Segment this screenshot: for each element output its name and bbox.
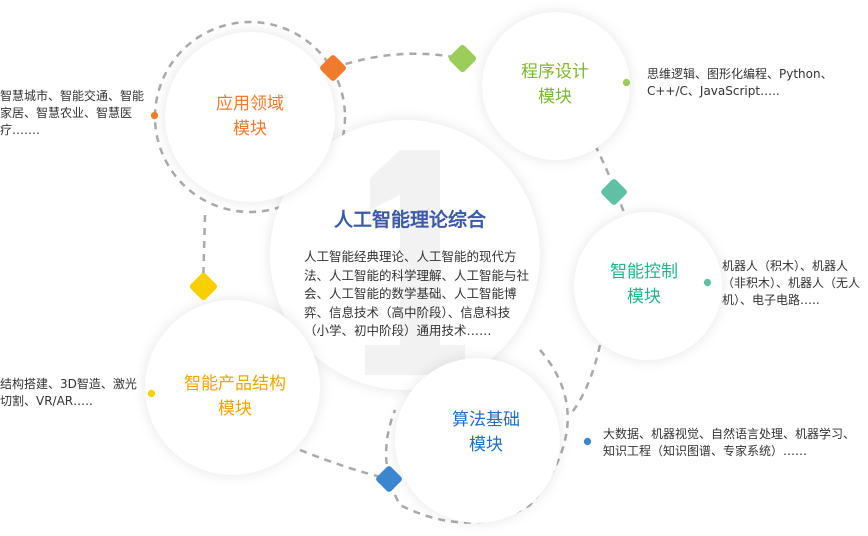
module-subtitle: 模块 (469, 435, 503, 455)
module-subtitle: 模块 (627, 287, 661, 307)
module-title: 应用领域 (216, 94, 284, 114)
module-title: 算法基础 (452, 410, 520, 430)
module-subtitle: 模块 (218, 399, 252, 419)
module-program[interactable]: 程序设计模块 (485, 60, 625, 110)
center-body: 人工智能经典理论、人工智能的现代方法、人工智能的科学理解、人工智能与社会、人工智… (304, 249, 530, 338)
module-subtitle: 模块 (538, 87, 572, 107)
desc-control: 机器人（积木）、机器人（非积木）、机器人（无人机）、电子电路….. (722, 259, 861, 307)
numeral-one-shape (365, 150, 465, 375)
circle-application (165, 32, 335, 202)
center-title: 人工智能理论综合 (333, 209, 486, 231)
module-product[interactable]: 智能产品结构模块 (160, 372, 310, 422)
desc-algorithm: 大数据、机器视觉、自然语言处理、机器学习、知识工程（知识图谱、专家系统）…… (603, 427, 856, 458)
connector-app-program (332, 52, 464, 70)
desc-product: 结构搭建、3D智造、激光切割、VR/AR….. (0, 377, 137, 408)
desc-application: 智慧城市、智能交通、智能家居、智慧农业、智慧医疗……. (0, 89, 145, 137)
module-subtitle: 模块 (233, 119, 267, 139)
dashed-ring-application (153, 20, 347, 214)
circle-program (482, 12, 630, 160)
connector-product-algorithm (299, 448, 390, 481)
module-title: 程序设计 (521, 62, 589, 82)
circle-product (145, 300, 320, 475)
connector-program-control (593, 144, 627, 216)
module-application[interactable]: 应用领域模块 (180, 92, 320, 142)
center-number-watermark (365, 150, 465, 375)
connector-control-algorithm (569, 344, 602, 416)
module-title: 智能控制 (610, 262, 678, 282)
module-control[interactable]: 智能控制模块 (574, 260, 714, 310)
circle-algorithm (395, 358, 560, 523)
circle-control (574, 212, 722, 360)
module-algorithm[interactable]: 算法基础模块 (416, 408, 556, 458)
module-title: 智能产品结构 (184, 374, 286, 394)
desc-program: 思维逻辑、图形化编程、Python、C++/C、JavaScript….. (647, 67, 833, 98)
